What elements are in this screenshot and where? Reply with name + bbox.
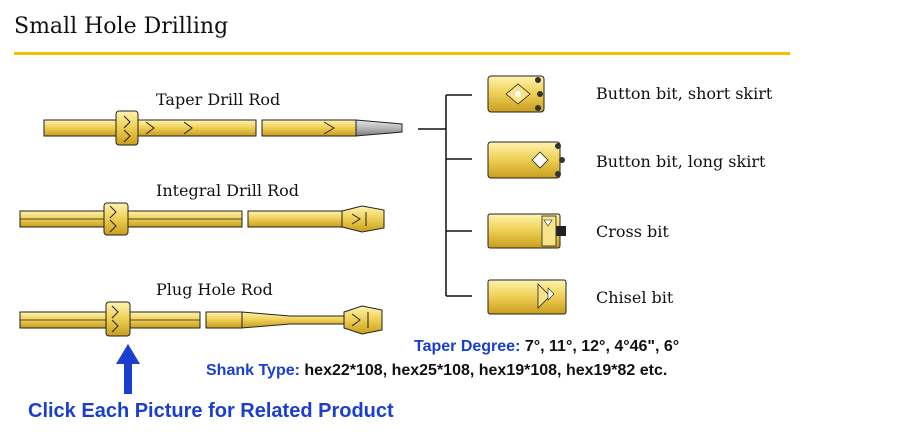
button-bit-short-skirt-label: Button bit, short skirt	[596, 84, 773, 103]
button-bit-long-skirt-label: Button bit, long skirt	[596, 152, 766, 171]
shank-type-value: hex22*108, hex25*108, hex19*108, hex19*8…	[299, 362, 668, 379]
taper-degree-spec: Taper Degree: 7°, 11°, 12°, 4°46", 6°	[414, 338, 679, 356]
up-arrow-icon	[116, 344, 140, 394]
taper-degree-value: 7°, 11°, 12°, 4°46", 6°	[520, 338, 680, 355]
button-bit-long-skirt-image[interactable]	[487, 141, 565, 179]
shank-type-key: Shank Type:	[206, 362, 300, 379]
click-instruction: Click Each Picture for Related Product	[28, 400, 394, 422]
taper-drill-rod-label: Taper Drill Rod	[156, 90, 281, 109]
taper-degree-key: Taper Degree:	[414, 338, 521, 355]
title-underline	[14, 52, 790, 55]
cross-bit-label: Cross bit	[596, 222, 669, 241]
integral-drill-rod-image[interactable]	[19, 202, 385, 236]
button-bit-short-skirt-image[interactable]	[487, 75, 545, 113]
plug-hole-rod-image[interactable]	[19, 301, 383, 337]
cross-bit-image[interactable]	[487, 213, 566, 249]
chisel-bit-label: Chisel bit	[596, 288, 674, 307]
taper-drill-rod-image[interactable]	[43, 110, 403, 146]
chisel-bit-image[interactable]	[487, 279, 567, 315]
page-title: Small Hole Drilling	[14, 14, 229, 39]
integral-drill-rod-label: Integral Drill Rod	[156, 181, 299, 200]
shank-type-spec: Shank Type: hex22*108, hex25*108, hex19*…	[206, 362, 667, 380]
plug-hole-rod-label: Plug Hole Rod	[156, 280, 273, 299]
connector-lines	[418, 94, 472, 297]
